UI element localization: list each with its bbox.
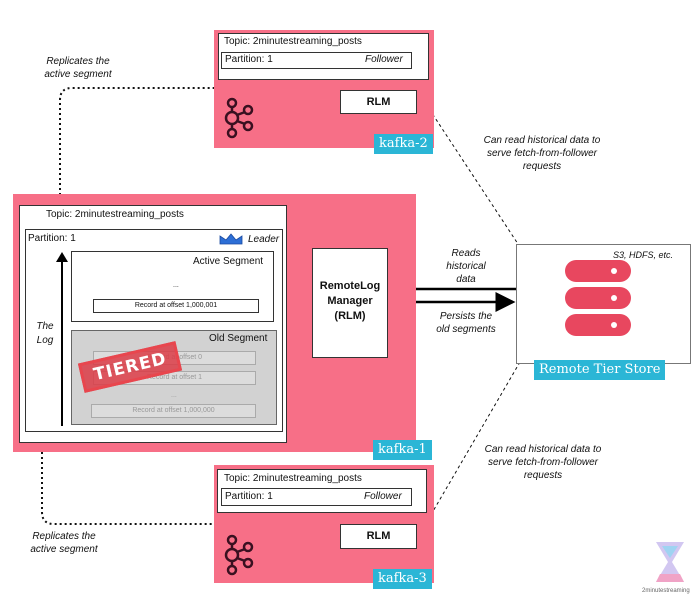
active-record: Record at offset 1,000,001 — [93, 299, 259, 313]
partition-label: Partition: 1 — [225, 54, 273, 65]
fetch-annotation-top: Can read historical data to serve fetch-… — [483, 135, 601, 172]
role-label: Follower — [365, 54, 403, 65]
topic-label: Topic: 2minutestreaming_posts — [224, 36, 362, 47]
partition-label: Partition: 1 — [225, 491, 273, 502]
persists-annotation: Persists the old segments — [436, 311, 496, 335]
old-record: Record at offset 1,000,000 — [91, 404, 256, 418]
rlm-box: RLM — [340, 90, 417, 114]
database-icon — [565, 260, 631, 336]
partition-box — [221, 52, 412, 69]
replicates-annotation-top: Replicates the active segment — [44, 56, 112, 80]
kafka-logo-icon — [224, 97, 254, 139]
broker-name-kafka-1: kafka-1 — [373, 440, 432, 460]
brand-logo-text: 2minutestreaming — [642, 588, 690, 594]
log-arrow — [56, 252, 68, 426]
kafka-logo-icon — [224, 534, 254, 576]
partition-box — [221, 488, 412, 506]
replication-line-top — [59, 87, 215, 195]
broker-name-kafka-2: kafka-2 — [374, 134, 433, 154]
partition-label: Partition: 1 — [28, 233, 76, 244]
fetch-annotation-bottom: Can read historical data to serve fetch-… — [484, 444, 602, 481]
broker-name-kafka-3: kafka-3 — [373, 569, 432, 589]
crown-icon — [219, 233, 243, 245]
reads-historical-annotation: Reads historical data — [446, 248, 486, 285]
storage-providers-label: S3, HDFS, etc. — [613, 250, 674, 260]
active-segment-label: Active Segment — [193, 256, 264, 267]
rlm-box: RLM — [340, 524, 417, 549]
remote-log-manager-box: RemoteLog Manager (RLM) — [312, 248, 388, 358]
topic-label: Topic: 2minutestreaming_posts — [46, 209, 184, 220]
replication-line-bottom — [41, 452, 215, 525]
hourglass-logo-icon — [656, 542, 684, 582]
replicates-annotation-bottom: Replicates the active segment — [30, 531, 98, 555]
topic-label: Topic: 2minutestreaming_posts — [224, 473, 362, 484]
remote-tier-store-label: Remote Tier Store — [534, 360, 666, 380]
active-ellipsis: ... — [173, 282, 179, 289]
fetch-line-top — [417, 91, 521, 248]
log-label: The Log — [36, 321, 54, 346]
fetch-line-bottom — [417, 361, 521, 538]
old-ellipsis: ... — [171, 392, 177, 399]
role-label: Leader — [248, 234, 280, 245]
role-label: Follower — [364, 491, 402, 502]
old-segment-label: Old Segment — [209, 333, 268, 344]
